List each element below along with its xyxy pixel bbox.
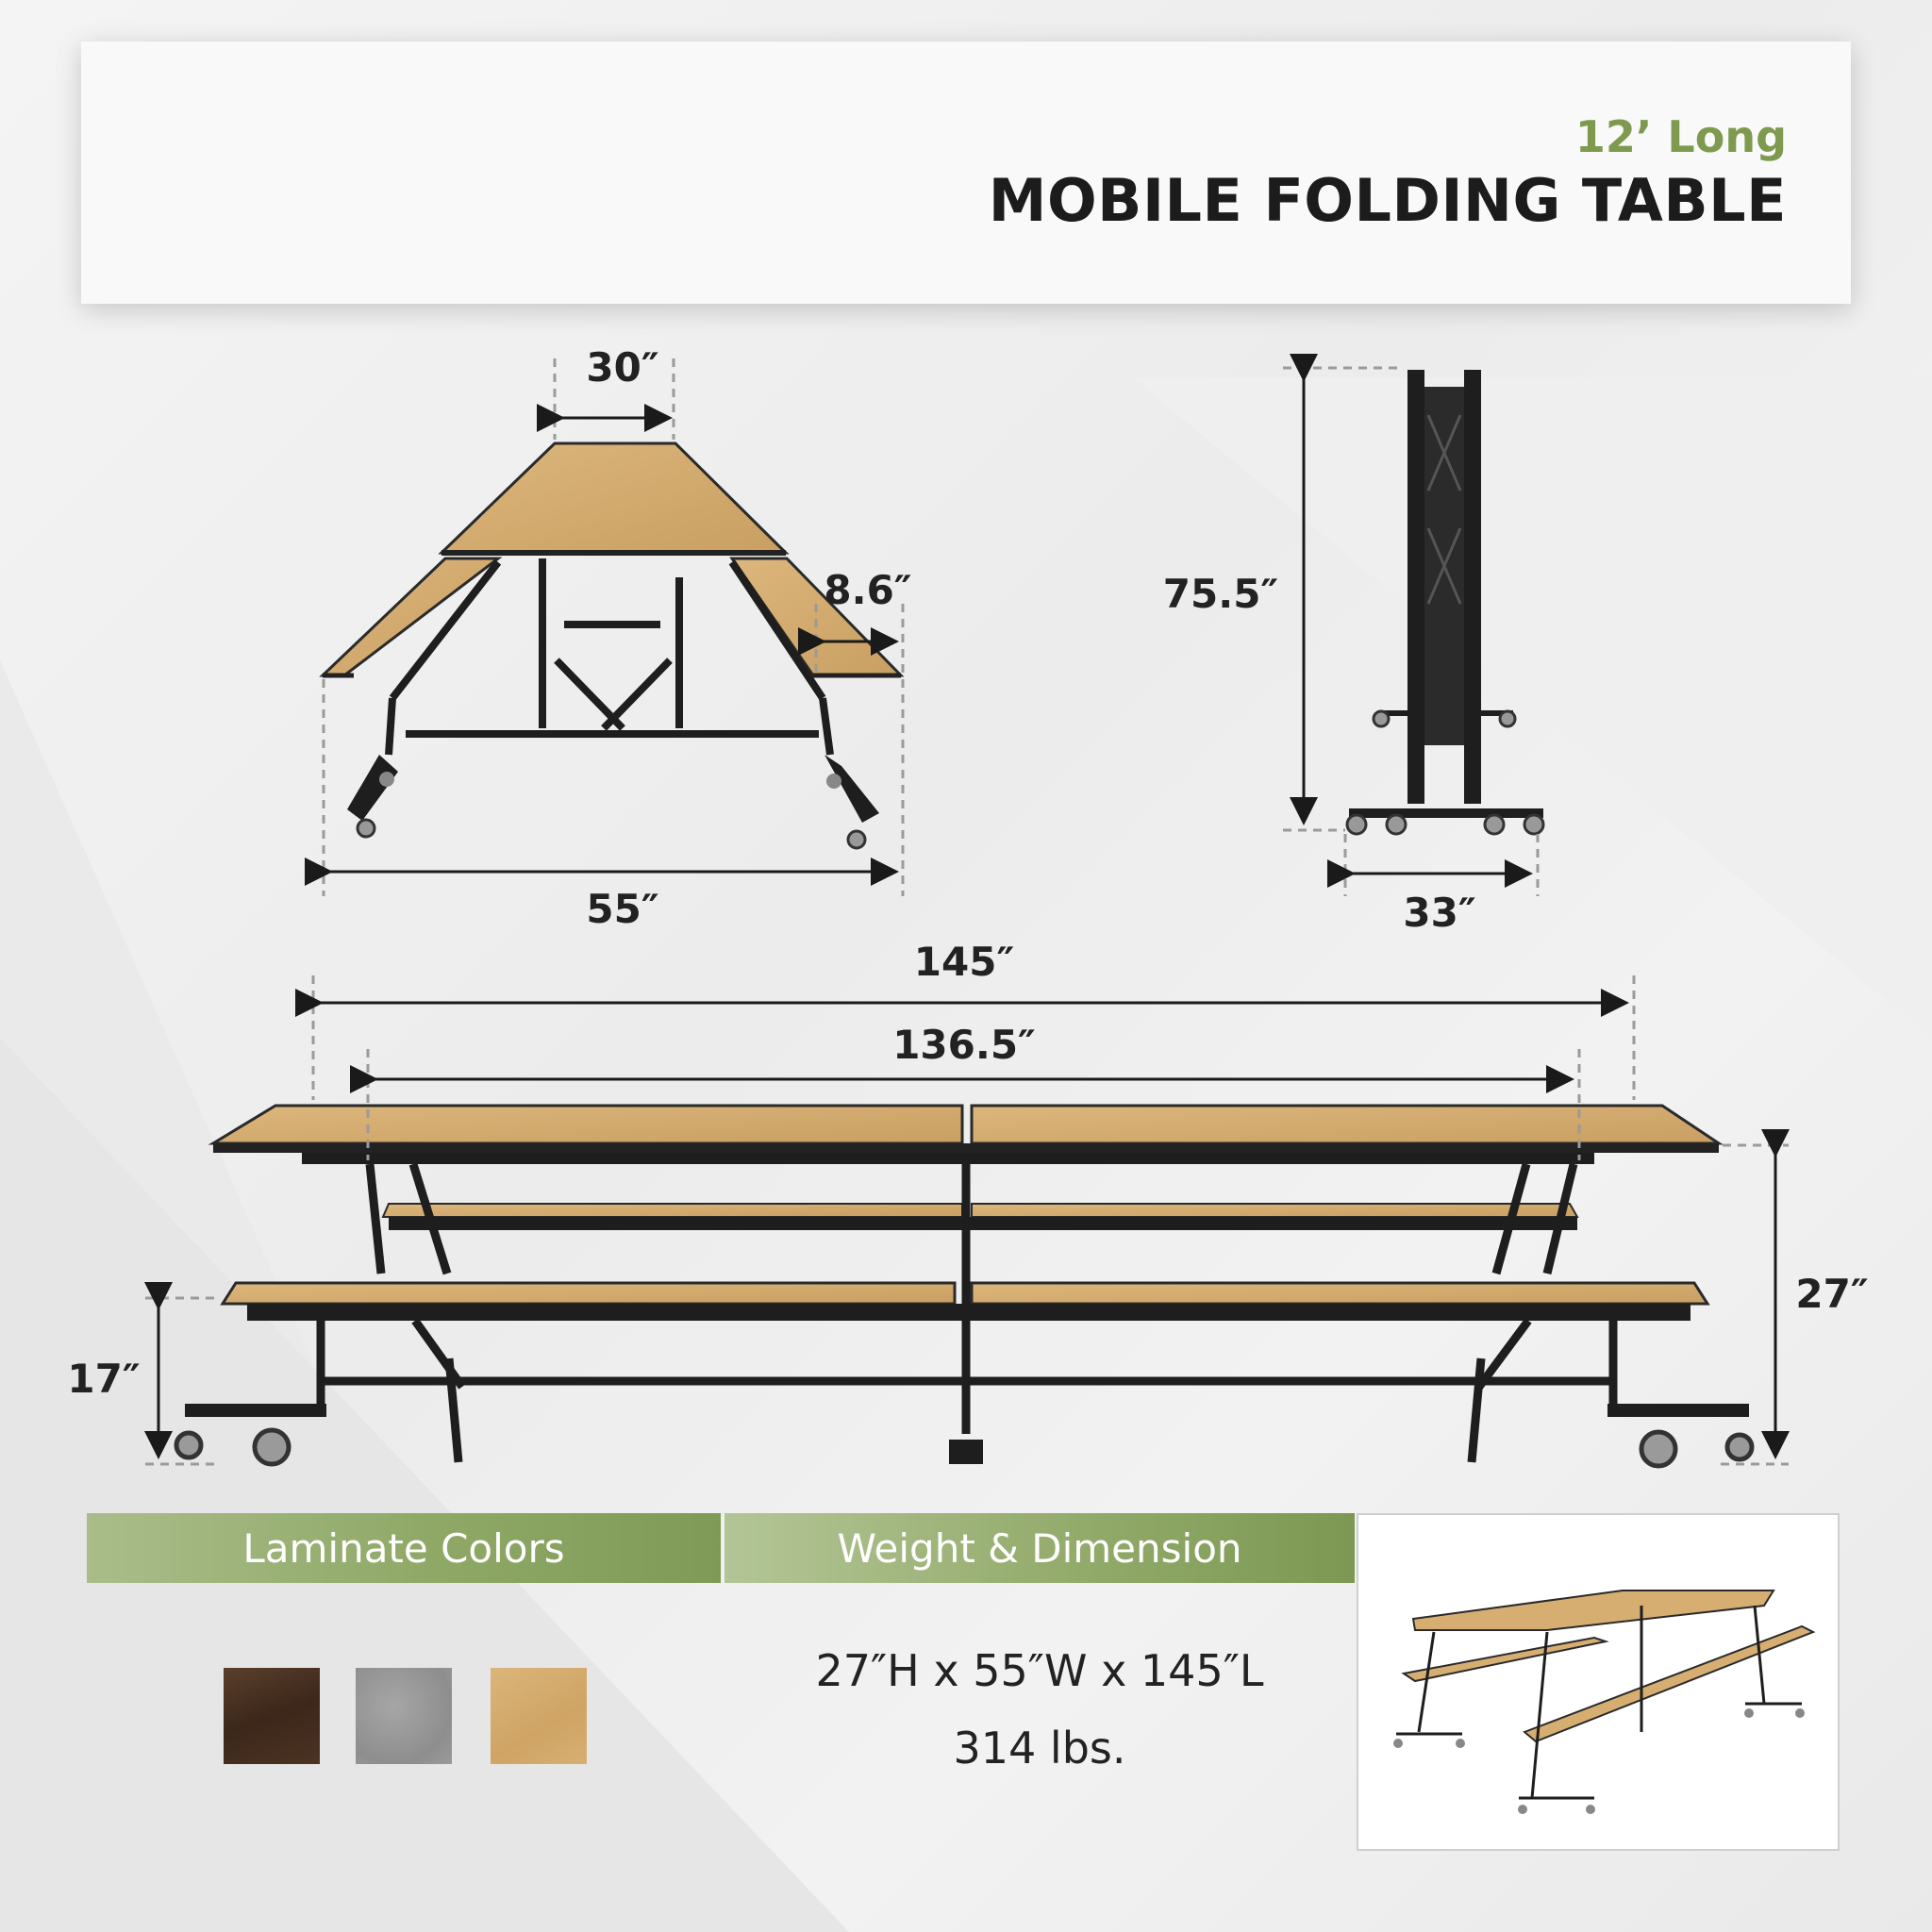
dim-overall-length: 145″ — [914, 939, 1014, 985]
weight-dimension-header: Weight & Dimension — [724, 1513, 1355, 1583]
laminate-colors-header: Laminate Colors — [87, 1513, 721, 1583]
product-subtitle: 12’ Long — [1574, 111, 1787, 162]
dim-folded-height: 75.5″ — [1163, 571, 1278, 617]
swatch-walnut — [224, 1668, 320, 1764]
dim-top-width: 30″ — [586, 344, 658, 391]
folded-table — [1345, 370, 1545, 836]
end-view-table — [319, 441, 905, 850]
swatch-maple — [491, 1668, 587, 1764]
size-spec: 27″H x 55″W x 145″L — [815, 1645, 1264, 1696]
swatch-grey — [356, 1668, 452, 1764]
header-banner — [81, 42, 1851, 304]
dim-seat-height: 17″ — [67, 1356, 140, 1402]
dim-folded-depth: 33″ — [1403, 890, 1475, 936]
dim-table-height: 27″ — [1795, 1271, 1868, 1317]
product-title: MOBILE FOLDING TABLE — [988, 166, 1787, 235]
product-photo-drawing — [1393, 1590, 1816, 1814]
dim-top-length: 136.5″ — [892, 1022, 1036, 1068]
dim-seat-depth: 8.6″ — [824, 567, 911, 613]
dim-end-width: 55″ — [586, 886, 658, 932]
weight-spec: 314 lbs. — [953, 1723, 1126, 1774]
side-view-table — [174, 1104, 1755, 1469]
product-photo — [1357, 1513, 1840, 1851]
